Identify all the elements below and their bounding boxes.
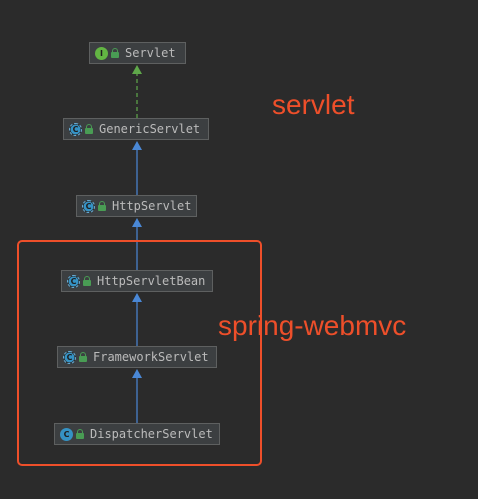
arrowhead-httpbean (132, 293, 142, 302)
public-lock-icon (111, 48, 119, 58)
node-label: Servlet (125, 46, 176, 60)
interface-icon: I (95, 46, 108, 60)
node-label: HttpServletBean (97, 274, 206, 288)
arrowhead-servlet (132, 65, 142, 74)
public-lock-icon (85, 124, 93, 134)
node-label: GenericServlet (99, 122, 201, 136)
node-framework-servlet[interactable]: C FrameworkServlet (57, 346, 217, 368)
webmvc-group-label: spring-webmvc (218, 310, 407, 341)
node-servlet[interactable]: I Servlet (89, 42, 186, 64)
abstract-class-icon: C (82, 199, 95, 213)
arrowhead-http (132, 218, 142, 227)
node-label: HttpServlet (112, 199, 192, 213)
public-lock-icon (76, 429, 84, 439)
node-http-servlet-bean[interactable]: C HttpServletBean (61, 270, 213, 292)
node-label: DispatcherServlet (90, 427, 213, 441)
node-generic-servlet[interactable]: C GenericServlet (63, 118, 209, 140)
abstract-class-icon: C (69, 122, 82, 136)
node-label: FrameworkServlet (93, 350, 209, 364)
arrowhead-generic (132, 141, 142, 150)
abstract-class-icon: C (67, 274, 80, 288)
class-icon: C (60, 427, 73, 441)
node-http-servlet[interactable]: C HttpServlet (76, 195, 197, 217)
abstract-class-icon: C (63, 350, 76, 364)
public-lock-icon (79, 352, 87, 362)
servlet-group-label: servlet (272, 89, 355, 120)
node-dispatcher-servlet[interactable]: C DispatcherServlet (54, 423, 220, 445)
public-lock-icon (98, 201, 106, 211)
public-lock-icon (83, 276, 91, 286)
spring-webmvc-group-box (17, 240, 262, 466)
arrowhead-framework (132, 369, 142, 378)
